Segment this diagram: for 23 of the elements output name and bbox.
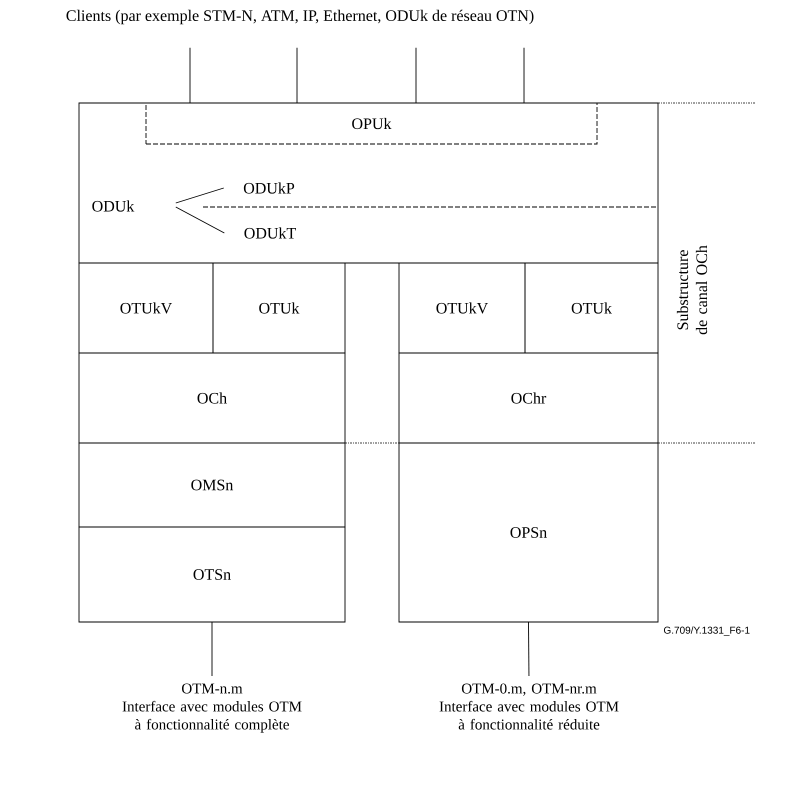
layer-box: OChr bbox=[398, 352, 658, 444]
layer-box: OCh bbox=[78, 352, 346, 444]
connector-line bbox=[296, 47, 298, 104]
layer-box: OMSn bbox=[78, 442, 346, 528]
client-label: Clients (par exemple STM-N, ATM, IP, Ethernet, ODUk de réseau OTN) bbox=[66, 10, 534, 24]
dashed-box: OPUk bbox=[146, 102, 598, 144]
side-label: Substructure de canal OCh bbox=[676, 245, 708, 334]
figure-id: G.709/Y.1331_F6-1 bbox=[664, 626, 750, 636]
layer-label: ODUk bbox=[92, 200, 134, 212]
connector-line bbox=[175, 188, 224, 204]
layer-label: ODUkT bbox=[244, 227, 296, 239]
layer-label: ODUkP bbox=[244, 182, 294, 194]
layer-box: OTUkV bbox=[78, 262, 214, 354]
interface-label: OTM-n.m Interface avec modules OTM à fonctionnalité complète bbox=[122, 683, 302, 733]
layer-box: OTUk bbox=[524, 262, 658, 354]
layer-box: OTSn bbox=[78, 526, 346, 622]
connector-line bbox=[528, 622, 530, 676]
layer-box: OPSn bbox=[398, 442, 658, 622]
layer-box: OTUk bbox=[212, 262, 346, 354]
connector-line bbox=[175, 206, 225, 234]
layer-box bbox=[78, 102, 658, 264]
interface-label: OTM-0.m, OTM-nr.m Interface avec modules OTM à fonctionnalité réduite bbox=[440, 683, 619, 730]
layer-box: OTUkV bbox=[398, 262, 526, 354]
